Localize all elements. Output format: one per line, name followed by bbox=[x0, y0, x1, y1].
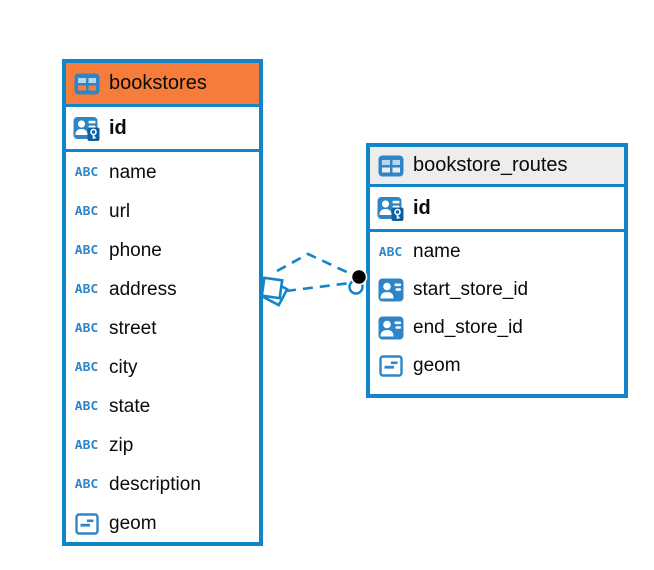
link-diamond-marker bbox=[260, 276, 289, 307]
column-row[interactable]: ABC phone bbox=[66, 231, 259, 270]
link-dot-marker bbox=[348, 268, 368, 295]
table-icon bbox=[376, 155, 405, 177]
table-header-bookstores[interactable]: bookstores bbox=[66, 63, 259, 107]
column-name: start_store_id bbox=[413, 279, 529, 300]
column-name: name bbox=[413, 241, 461, 262]
text-type-icon: ABC bbox=[74, 243, 99, 258]
table-node-bookstore-routes[interactable]: bookstore_routes id ABC name bbox=[366, 143, 628, 398]
column-row[interactable]: ABC zip bbox=[66, 426, 259, 465]
column-name: id bbox=[109, 116, 127, 139]
text-type-icon: ABC bbox=[74, 438, 99, 453]
text-type-icon: ABC bbox=[74, 399, 99, 414]
column-name: city bbox=[109, 356, 138, 378]
column-row[interactable]: geom bbox=[370, 347, 624, 385]
text-type-icon: ABC bbox=[74, 204, 99, 219]
column-row[interactable]: ABC street bbox=[66, 309, 259, 348]
reference-type-icon bbox=[376, 316, 405, 340]
table-header-bookstore-routes[interactable]: bookstore_routes bbox=[370, 147, 624, 187]
column-row[interactable]: ABC state bbox=[66, 387, 259, 426]
text-type-icon: ABC bbox=[378, 244, 403, 260]
column-name: state bbox=[109, 395, 151, 417]
text-type-icon: ABC bbox=[74, 165, 99, 180]
text-type-icon: ABC bbox=[74, 321, 99, 336]
primary-key-icon bbox=[72, 116, 101, 141]
column-name: street bbox=[109, 317, 157, 339]
column-row[interactable]: ABC url bbox=[66, 192, 259, 231]
column-row[interactable]: ABC address bbox=[66, 270, 259, 309]
column-name: geom bbox=[109, 512, 157, 534]
column-row[interactable]: ABC city bbox=[66, 348, 259, 387]
column-row-pk[interactable]: id bbox=[66, 107, 259, 152]
geometry-type-icon bbox=[376, 355, 405, 377]
relationship-link-lower[interactable] bbox=[285, 281, 351, 293]
column-name: geom bbox=[413, 355, 461, 376]
table-node-bookstores[interactable]: bookstores id ABC name bbox=[62, 59, 263, 546]
column-row[interactable]: ABC description bbox=[66, 465, 259, 504]
column-row[interactable]: ABC name bbox=[370, 233, 624, 271]
column-row-pk[interactable]: id bbox=[370, 187, 624, 232]
column-list: ABC name ABC url ABC phone ABC address A… bbox=[66, 152, 259, 544]
column-name: phone bbox=[109, 239, 162, 261]
table-title: bookstores bbox=[109, 72, 207, 94]
relationship-link-upper[interactable] bbox=[276, 252, 352, 276]
primary-key-icon bbox=[376, 196, 405, 221]
text-type-icon: ABC bbox=[74, 282, 99, 297]
column-name: description bbox=[109, 473, 201, 495]
column-row[interactable]: geom bbox=[66, 504, 259, 543]
table-title: bookstore_routes bbox=[413, 154, 568, 176]
column-name: url bbox=[109, 200, 131, 222]
column-name: end_store_id bbox=[413, 317, 523, 338]
column-row[interactable]: end_store_id bbox=[370, 309, 624, 347]
text-type-icon: ABC bbox=[74, 360, 99, 375]
reference-type-icon bbox=[376, 278, 405, 302]
table-icon bbox=[72, 73, 101, 95]
column-row[interactable]: ABC name bbox=[66, 153, 259, 192]
column-list: ABC name start_store_id bbox=[370, 232, 624, 386]
column-name: name bbox=[109, 161, 157, 183]
column-name: zip bbox=[109, 434, 134, 456]
column-name: id bbox=[413, 196, 431, 219]
text-type-icon: ABC bbox=[74, 477, 99, 492]
column-name: address bbox=[109, 278, 177, 300]
geometry-type-icon bbox=[72, 512, 101, 535]
column-row[interactable]: start_store_id bbox=[370, 271, 624, 309]
